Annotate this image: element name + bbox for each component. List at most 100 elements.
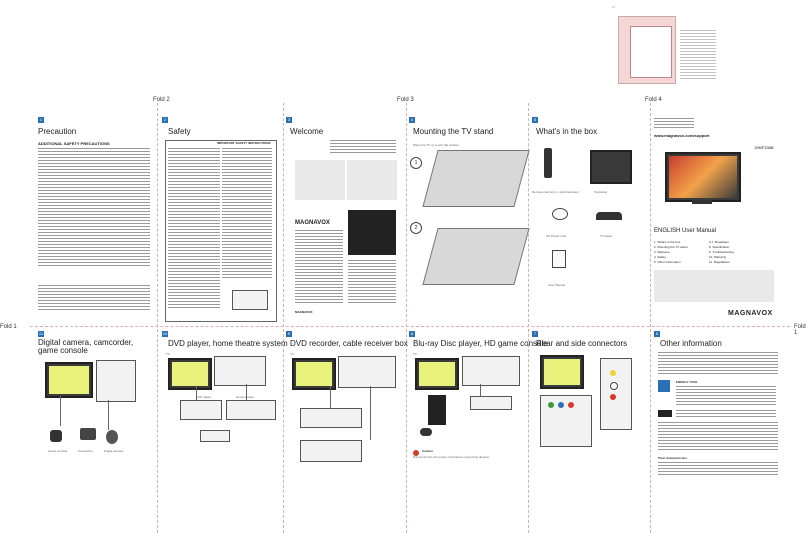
device-label-game-console: Game console	[48, 449, 68, 453]
cover-brand: MAGNAVOX	[728, 310, 773, 317]
fold-line	[406, 103, 407, 533]
tv-label: TV	[413, 352, 417, 356]
panel-number: 6	[654, 331, 660, 337]
cover-url: www.magnavox.com/support	[654, 133, 710, 138]
cable-box-image	[300, 440, 362, 462]
welcome-info-box-right	[347, 160, 397, 200]
toc-item[interactable]: 2 Mounting the TV stand	[654, 245, 688, 249]
fold-label-4: Fold 4	[645, 97, 662, 103]
safety-frame	[165, 140, 277, 322]
cable	[330, 386, 331, 408]
tv-label: TV	[166, 352, 170, 356]
cable	[480, 384, 481, 396]
mounting-instruction: Place the TV on a soft, flat surface.	[413, 143, 460, 147]
dolby-logo-icon	[658, 410, 672, 417]
tv-rear-panel	[338, 356, 396, 388]
toc-item[interactable]: 4 Safety	[654, 255, 666, 259]
remote-control-image	[544, 148, 552, 178]
toc-item[interactable]: 8 Specification	[709, 245, 730, 249]
safety-heading: IMPORTANT SAFETY INSTRUCTIONS	[217, 141, 271, 145]
panel-title-whats-in-box: What's in the box	[536, 127, 598, 136]
panel-title-precaution: Precaution	[38, 127, 77, 136]
cable	[370, 386, 371, 440]
safety-column-left	[168, 148, 220, 308]
energy-star-logo-icon	[658, 380, 670, 392]
panel-title-safety: Safety	[168, 127, 191, 136]
panel-title-dvd-recorder: DVD recorder, cable receiver box	[290, 339, 408, 348]
power-cord-image	[552, 208, 568, 220]
game-console-image	[50, 430, 62, 442]
toc-item[interactable]: 10 Warranty	[709, 255, 727, 259]
toc-item[interactable]: 9 Troubleshooting	[709, 250, 734, 254]
dvd-recorder-image	[300, 408, 362, 428]
fold-line	[283, 103, 284, 533]
panel-title-welcome: Welcome	[290, 127, 324, 136]
energy-star-text	[676, 386, 776, 406]
tv-side-panel	[96, 360, 136, 402]
red-jack-icon	[568, 402, 574, 408]
box-item-power-cord: AC Power cord	[546, 234, 567, 238]
tv-image	[415, 358, 459, 390]
panel-number: 9	[286, 331, 292, 337]
caution-text: Disconnect the AC power cord before conn…	[413, 455, 490, 459]
panel-number: 1	[38, 117, 44, 123]
pixel-heading: Pixel characteristics	[658, 456, 688, 460]
precaution-body-text	[38, 148, 150, 268]
dolby-text	[676, 410, 776, 418]
pixel-text	[658, 462, 778, 476]
mounting-step-1: 1	[410, 157, 422, 169]
tv-image	[168, 358, 212, 390]
device-label-camcorder: Camcorder	[78, 449, 93, 453]
welcome-info-box-left	[295, 160, 345, 200]
fold-line	[157, 103, 158, 533]
welcome-left-text	[295, 230, 343, 305]
panel-title-camera: Digital camera, camcorder, game console	[38, 338, 134, 355]
fold-line	[528, 103, 529, 533]
fold-line	[650, 103, 651, 533]
tv-label: TV	[290, 352, 294, 356]
user-manual-image	[552, 250, 566, 268]
tv-stand-image	[596, 212, 622, 220]
safety-antenna-diagram	[232, 290, 268, 310]
toc-item[interactable]: 1 What's in the box	[654, 240, 681, 244]
toc-item[interactable]: 11 Regulations	[709, 260, 730, 264]
box-item-television: Television	[594, 190, 608, 194]
yellow-jack-icon	[610, 370, 616, 376]
tv-image	[540, 355, 584, 389]
panel-number: 8	[409, 331, 415, 337]
caution-icon	[413, 450, 419, 456]
panel-number: 11	[38, 331, 44, 337]
dvd-player-image	[180, 400, 222, 420]
print-spec-text	[680, 30, 716, 80]
welcome-right-text	[348, 260, 396, 305]
folding-diagram-page	[630, 26, 672, 78]
toc-item[interactable]: 5 Other information	[654, 260, 681, 264]
tv-rear-panel	[214, 356, 266, 386]
blue-jack-icon	[558, 402, 564, 408]
panel-title-bluray: Blu-ray Disc player, HD game console	[413, 339, 548, 348]
panel-title-connectors: Rear and side connectors	[536, 339, 628, 348]
panel-title-dvd-player: DVD player, home theatre system	[168, 339, 288, 348]
folding-diagram-label: ▭	[612, 5, 615, 9]
hd-game-console-image	[428, 395, 446, 425]
cover-registration-box	[654, 270, 774, 302]
white-jack-icon	[610, 382, 618, 390]
panel-number: 7	[532, 331, 538, 337]
welcome-brand: MAGNAVOX	[295, 220, 330, 226]
box-item-tv-stand: TV stand	[600, 234, 613, 238]
recycling-text	[658, 422, 778, 452]
fold-line	[30, 326, 790, 327]
cover-model: 19MF338B	[754, 145, 774, 150]
toc-item[interactable]: 3 Welcome	[654, 250, 670, 254]
cover-tv-stand	[692, 200, 712, 204]
game-controller-icon	[420, 428, 432, 436]
tv-rear-panel	[462, 356, 520, 386]
toc-item[interactable]: 6-7 Broadcast	[709, 240, 729, 244]
cover-toc: 1 What's in the box 2 Mounting the TV st…	[654, 240, 764, 265]
welcome-warning-box	[348, 210, 396, 255]
welcome-brand-footer: MAGNAVOX	[295, 310, 313, 314]
cable	[108, 400, 109, 430]
panel-number: 5	[532, 117, 538, 123]
home-theatre-image	[226, 400, 276, 420]
safety-column-right	[222, 148, 272, 278]
